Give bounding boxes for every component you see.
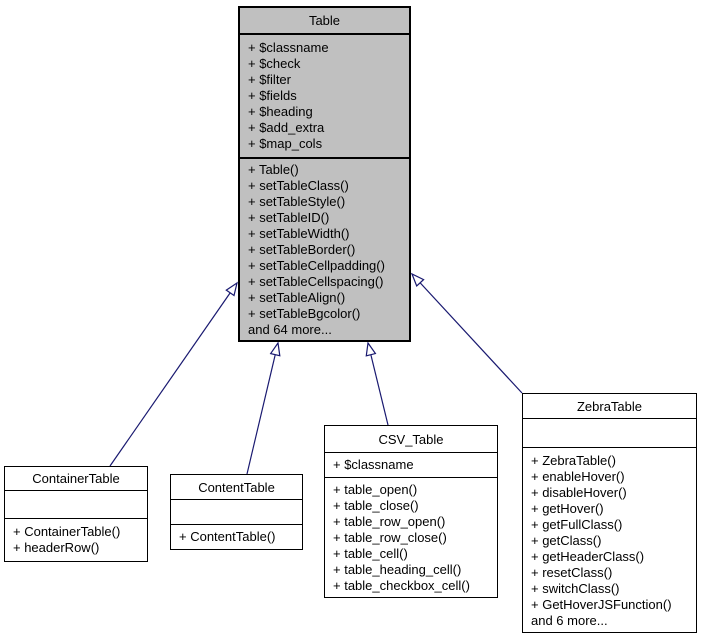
method: + GetHoverJSFunction() [531, 597, 672, 612]
more-indicator: and 64 more... [248, 322, 332, 337]
class-attributes: + $classname [325, 453, 497, 478]
class-methods: + ContentTable() [171, 525, 302, 549]
method: + table_open() [333, 482, 418, 497]
attribute: + $check [248, 56, 301, 71]
method: + getClass() [531, 533, 602, 548]
class-attributes [523, 419, 696, 448]
method: + setTableAlign() [248, 290, 346, 305]
method: + ZebraTable() [531, 453, 616, 468]
method: + getFullClass() [531, 517, 623, 532]
class-methods: + Table() + setTableClass() + setTableSt… [240, 159, 409, 340]
method: + table_checkbox_cell() [333, 578, 470, 593]
method: + setTableBgcolor() [248, 306, 361, 321]
class-node-containertable[interactable]: ContainerTable + ContainerTable() + head… [4, 466, 148, 562]
arrow-csvtable-to-table [365, 341, 389, 426]
method: + Table() [248, 162, 299, 177]
method: + setTableBorder() [248, 242, 356, 257]
class-title: Table [240, 8, 409, 35]
method: + table_close() [333, 498, 419, 513]
method: + disableHover() [531, 485, 627, 500]
class-methods: + ContainerTable() + headerRow() [5, 519, 147, 561]
method: + table_cell() [333, 546, 408, 561]
method: + setTableStyle() [248, 194, 346, 209]
attribute: + $classname [333, 457, 414, 472]
method: + ContentTable() [179, 529, 276, 544]
method: + setTableCellspacing() [248, 274, 384, 289]
class-attributes [171, 500, 302, 525]
method: + ContainerTable() [13, 524, 121, 539]
arrow-zebratable-to-table [410, 272, 523, 394]
method: + table_heading_cell() [333, 562, 462, 577]
arrow-containertable-to-table [109, 281, 238, 467]
method: + setTableID() [248, 210, 330, 225]
class-node-contenttable[interactable]: ContentTable + ContentTable() [170, 474, 303, 550]
class-title: ZebraTable [523, 394, 696, 419]
method: + switchClass() [531, 581, 620, 596]
class-attributes [5, 491, 147, 519]
class-title: ContainerTable [5, 467, 147, 491]
class-title: ContentTable [171, 475, 302, 500]
attribute: + $classname [248, 40, 329, 55]
method: + getHeaderClass() [531, 549, 645, 564]
attribute: + $heading [248, 104, 313, 119]
class-title: CSV_Table [325, 426, 497, 453]
class-node-zebratable[interactable]: ZebraTable + ZebraTable() + enableHover(… [522, 393, 697, 633]
more-indicator: and 6 more... [531, 613, 608, 628]
method: + setTableClass() [248, 178, 349, 193]
method: + headerRow() [13, 540, 100, 555]
method: + setTableCellpadding() [248, 258, 385, 273]
attribute: + $map_cols [248, 136, 323, 151]
method: + resetClass() [531, 565, 613, 580]
class-methods: + table_open() + table_close() + table_r… [325, 478, 497, 597]
attribute: + $add_extra [248, 120, 325, 135]
class-node-table[interactable]: Table + $classname + $check + $filter + … [238, 6, 411, 342]
method: + table_row_open() [333, 514, 446, 529]
method: + setTableWidth() [248, 226, 350, 241]
class-methods: + ZebraTable() + enableHover() + disable… [523, 448, 696, 632]
class-node-csvtable[interactable]: CSV_Table + $classname + table_open() + … [324, 425, 498, 598]
attribute: + $filter [248, 72, 291, 87]
method: + table_row_close() [333, 530, 447, 545]
attribute: + $fields [248, 88, 297, 103]
class-attributes: + $classname + $check + $filter + $field… [240, 35, 409, 159]
arrow-contenttable-to-table [246, 341, 281, 475]
method: + getHover() [531, 501, 604, 516]
method: + enableHover() [531, 469, 625, 484]
